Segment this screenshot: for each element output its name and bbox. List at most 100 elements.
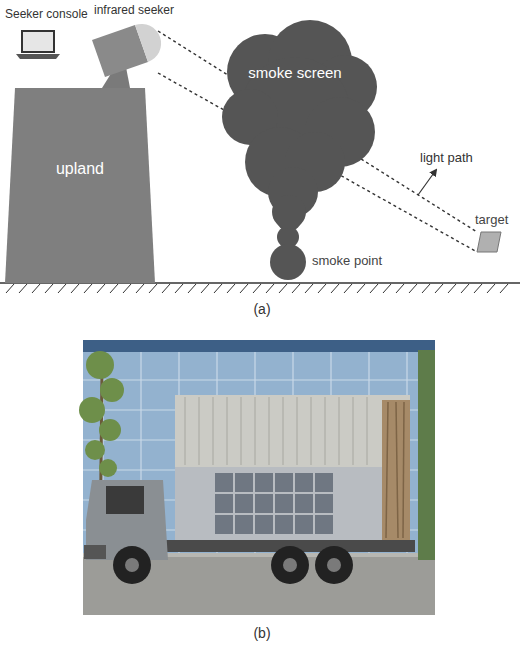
ground-hatch — [19, 284, 27, 293]
truck-photo — [113, 546, 151, 584]
truck-photo — [269, 397, 270, 465]
ground-hatch — [461, 284, 469, 293]
truck-photo — [283, 558, 297, 572]
truck-photo — [215, 515, 233, 534]
node-label: smoke screen — [215, 64, 375, 81]
ground-hatch — [422, 284, 430, 293]
truck-photo — [339, 397, 340, 465]
truck-photo — [325, 397, 326, 465]
truck-photo — [241, 397, 242, 465]
truck-photo — [255, 494, 273, 513]
truck-photo — [86, 351, 114, 379]
smoke-screen-cloud: smoke screen — [215, 22, 375, 222]
node-label: smoke point — [312, 254, 382, 269]
truck-photo — [315, 515, 333, 534]
truck-photo — [271, 546, 309, 584]
truck-photo — [367, 397, 368, 465]
truck-photo — [83, 379, 435, 380]
truck-photo — [125, 558, 139, 572]
truck-photo — [418, 350, 435, 560]
ground-hatch — [227, 284, 235, 293]
ground-hatch — [6, 284, 14, 293]
ground-hatch — [84, 284, 92, 293]
laptop-console: Seeker console — [15, 30, 61, 60]
truck-photo — [295, 494, 313, 513]
ground-hatch — [279, 284, 287, 293]
truck-photo — [255, 397, 256, 465]
truck-photo — [215, 473, 233, 492]
ground-hatch — [162, 284, 170, 293]
infrared-seeker-shape — [88, 22, 158, 82]
ground-hatch — [214, 284, 222, 293]
truck-photo — [255, 473, 273, 492]
ground-hatch — [396, 284, 404, 293]
laptop-console-shape — [16, 54, 60, 59]
ground-hatch — [71, 284, 79, 293]
ground-hatch — [110, 284, 118, 293]
ground-hatch — [318, 284, 326, 293]
truck-photo — [83, 555, 435, 615]
truck-photo — [85, 440, 105, 460]
truck-photo — [83, 340, 435, 352]
truck-photo — [275, 473, 293, 492]
ground-hatch — [409, 284, 417, 293]
ground-hatch — [383, 284, 391, 293]
truck-photo — [100, 378, 124, 402]
truck-photo — [386, 402, 404, 538]
ground-hatch — [487, 284, 495, 293]
node-label: upland — [5, 160, 155, 178]
truck-photo — [175, 467, 410, 542]
ground-hatch — [435, 284, 443, 293]
ground-hatch — [240, 284, 248, 293]
truck-photo — [275, 515, 293, 534]
ground-hatch — [292, 284, 300, 293]
truck-photo — [283, 397, 284, 465]
truck-photo — [327, 558, 341, 572]
truck-photo — [125, 558, 341, 572]
panel-label: (a) — [240, 301, 284, 317]
truck-photo — [175, 395, 410, 467]
ground-hatch — [175, 284, 183, 293]
ground-hatch — [448, 284, 456, 293]
infrared-seeker: infrared seeker — [88, 22, 158, 82]
ground-hatch — [357, 284, 365, 293]
ground-hatch — [32, 284, 40, 293]
truck-photo — [79, 340, 435, 615]
light-path-pointer — [418, 170, 436, 195]
light-path-pointer — [418, 170, 436, 195]
smoke-screen-cloud-shape — [222, 20, 377, 229]
truck-photo — [235, 494, 253, 513]
panel-label: (b) — [240, 625, 284, 641]
truck-photo — [113, 546, 353, 584]
truck-photo — [235, 473, 253, 492]
laptop-console-shape — [22, 31, 54, 52]
truck-photo — [297, 397, 298, 465]
ground-hatch — [123, 284, 131, 293]
ground-hatch — [6, 284, 508, 293]
truck-photo — [315, 494, 333, 513]
node-label: Seeker console — [5, 8, 88, 22]
ground-hatch — [97, 284, 105, 293]
ground-hatch — [45, 284, 53, 293]
truck-photo — [382, 400, 410, 540]
truck-photo — [295, 473, 313, 492]
upland-block: upland — [5, 88, 155, 283]
ground-hatch — [370, 284, 378, 293]
node-label: infrared seeker — [94, 4, 174, 18]
truck-photo — [315, 473, 333, 492]
target-plate: target — [477, 232, 501, 252]
truck-photo — [295, 515, 313, 534]
truck-photo — [79, 351, 124, 477]
truck-photo — [106, 486, 144, 514]
truck-photo — [386, 402, 388, 538]
truck-photo — [227, 397, 228, 465]
ground-hatch — [58, 284, 66, 293]
truck-photo — [255, 515, 273, 534]
ground-hatch — [331, 284, 339, 293]
ground-hatch — [305, 284, 313, 293]
upland-block-shape — [5, 88, 155, 283]
truck-photo — [403, 402, 404, 538]
truck-photo — [199, 397, 200, 465]
ground-hatch — [201, 284, 209, 293]
truck-photo — [396, 402, 398, 538]
